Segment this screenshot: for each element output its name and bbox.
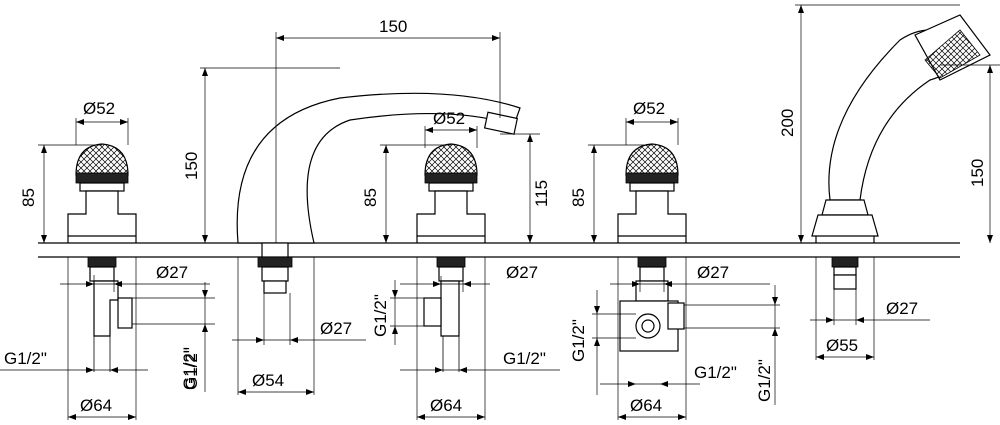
valve-2 [416, 143, 486, 372]
valve1-nut-label: Ø27 [156, 263, 188, 282]
spout-thread-label: G1/2" [180, 347, 199, 390]
handle3-height-label: 85 [569, 188, 588, 207]
spout-outlet-height-label: 115 [532, 180, 551, 207]
handle1-height-label: 85 [19, 188, 38, 207]
diverter-nut-label: Ø27 [697, 263, 729, 282]
handle1-diameter-label: Ø52 [83, 99, 115, 118]
valve2-flange-label: Ø64 [430, 396, 462, 415]
shower-height-label: 150 [968, 159, 987, 187]
valve-1 [67, 143, 137, 372]
valve2-thread-side-label: G1/2" [371, 294, 390, 337]
valve2-thread-label: G1/2" [503, 349, 546, 368]
spout-flange-label: Ø54 [252, 371, 284, 390]
diverter-thread-vertical-label: G1/2" [755, 359, 774, 402]
diverter-thread-side-label: G1/2" [569, 319, 588, 362]
valve2-nut-label: Ø27 [506, 263, 538, 282]
spout-reach-label: 150 [379, 17, 407, 36]
shower-flange-label: Ø55 [826, 336, 858, 355]
dimension-labels: Ø52 85 Ø27 G1/2" Ø64 G1/2" 150 150 Ø52 1… [4, 17, 987, 415]
spout-height-label: 150 [182, 152, 201, 180]
valve1-thread-vertical-label: G1/2" [182, 347, 201, 390]
hand-shower [811, 14, 991, 290]
diverter-flange-label: Ø64 [630, 396, 662, 415]
diverter-thread-label: G1/2" [694, 363, 737, 382]
handle3-diameter-label: Ø52 [633, 99, 665, 118]
dimension-lines [0, 4, 1000, 420]
spout-aerator-label: Ø52 [433, 109, 465, 128]
handle2-height-label: 85 [361, 188, 380, 207]
deck-surface [38, 242, 960, 258]
spout-nut-label: Ø27 [320, 319, 352, 338]
diverter-valve [617, 143, 687, 352]
shower-total-height-label: 200 [778, 109, 797, 137]
valve1-thread-label: G1/2" [4, 349, 47, 368]
valve1-flange-label: Ø64 [80, 396, 112, 415]
shower-nut-label: Ø27 [886, 299, 918, 318]
spout [236, 92, 521, 294]
